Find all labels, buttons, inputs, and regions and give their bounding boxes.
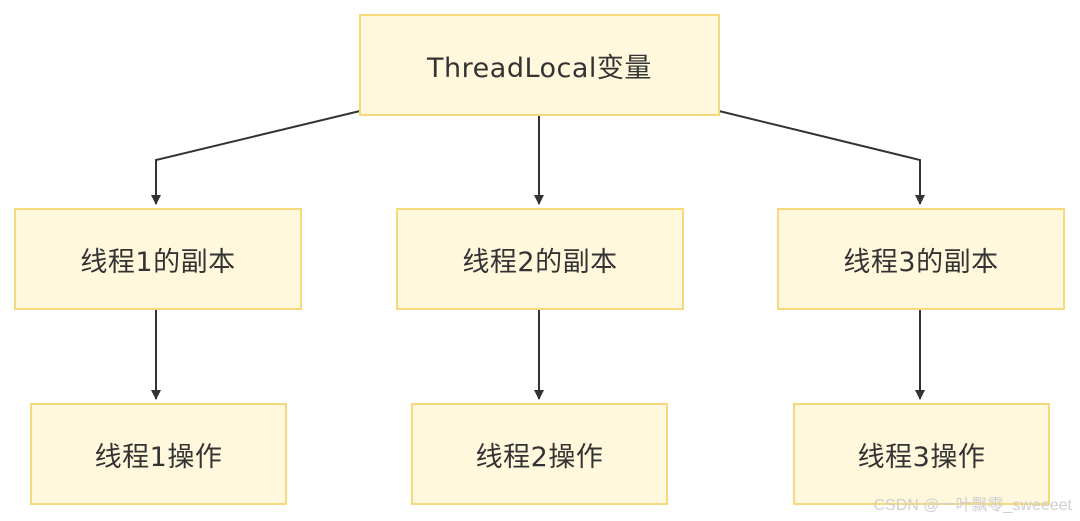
watermark-text: CSDN @一叶飘零_sweeeet — [873, 497, 1072, 514]
root-node-threadlocal: ThreadLocal变量 — [359, 14, 720, 116]
copy-node-label: 线程2的副本 — [462, 246, 618, 278]
operation-node-label: 线程2操作 — [475, 441, 604, 473]
copy-node-thread-3: 线程3的副本 — [777, 208, 1065, 310]
root-node-label: ThreadLocal变量 — [427, 52, 652, 84]
copy-node-thread-2: 线程2的副本 — [396, 208, 684, 310]
operation-node-label: 线程3操作 — [857, 441, 986, 473]
operation-node-thread-3: 线程3操作 — [793, 403, 1050, 505]
edge-root-to-copy-1 — [151, 110, 361, 205]
copy-node-label: 线程1的副本 — [80, 246, 236, 278]
copy-node-thread-1: 线程1的副本 — [14, 208, 302, 310]
edge-root-to-copy-3 — [718, 110, 925, 205]
operation-node-thread-1: 线程1操作 — [30, 403, 287, 505]
copy-node-label: 线程3的副本 — [843, 246, 999, 278]
operation-node-label: 线程1操作 — [94, 441, 223, 473]
operation-node-thread-2: 线程2操作 — [411, 403, 668, 505]
